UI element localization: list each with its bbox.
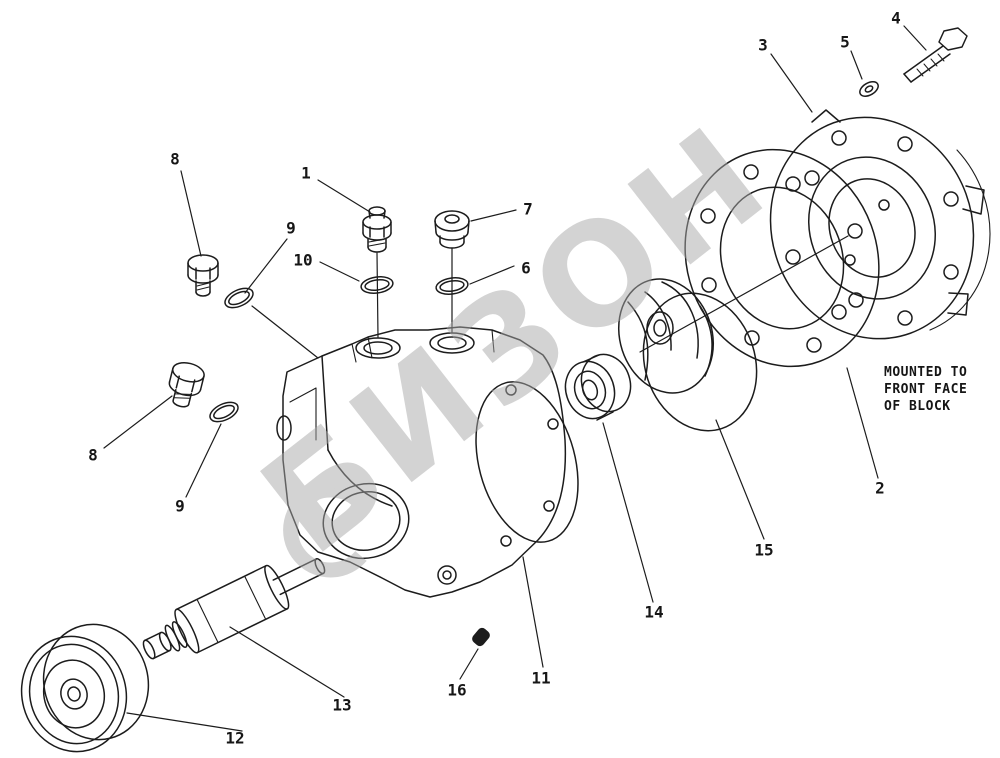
impeller-drawing	[617, 278, 758, 432]
gasket-drawing	[684, 148, 880, 368]
callout-10: 10	[293, 250, 313, 270]
cover-plate-drawing	[769, 109, 991, 340]
callout-15: 15	[754, 540, 774, 560]
callout-7: 7	[523, 199, 533, 219]
callout-1: 1	[301, 163, 311, 183]
o-ring-lower-drawing	[209, 401, 239, 423]
callout-16: 16	[447, 680, 467, 700]
o-ring-upper-drawing	[224, 287, 254, 309]
mounting-note-line-1: MOUNTED TO	[884, 365, 968, 380]
o-ring-6-drawing	[435, 277, 469, 295]
callout-3: 3	[758, 35, 768, 55]
pulley-drawing	[20, 623, 150, 753]
socket-plug-drawing	[434, 210, 470, 249]
callout-8-upper: 8	[170, 149, 180, 169]
callout-4: 4	[891, 8, 901, 28]
callout-14: 14	[644, 602, 664, 622]
pump-housing-drawing	[276, 326, 579, 598]
callout-11: 11	[531, 668, 551, 688]
callout-12: 12	[225, 728, 245, 748]
callout-9-upper: 9	[286, 218, 296, 238]
watermark-logo-icon	[283, 482, 367, 578]
plug-upper-drawing	[187, 254, 219, 297]
seal-assembly-drawing	[564, 353, 632, 421]
bolt-drawing	[903, 27, 968, 83]
plug-lower-drawing	[168, 361, 205, 408]
callout-9-lower: 9	[175, 496, 185, 516]
callout-5: 5	[840, 32, 850, 52]
mounting-note: MOUNTED TO FRONT FACE OF BLOCK	[884, 364, 967, 415]
mounting-note-line-2: FRONT FACE	[884, 382, 968, 397]
callout-2: 2	[875, 478, 885, 498]
callout-6: 6	[521, 258, 531, 278]
leader-lines	[103, 25, 927, 732]
washer-drawing	[859, 81, 879, 97]
callout-13: 13	[332, 695, 352, 715]
fitting-drawing	[362, 206, 392, 253]
mounting-note-line-3: OF BLOCK	[884, 399, 951, 414]
pin-drawing	[472, 627, 490, 647]
callout-8-lower: 8	[88, 445, 98, 465]
